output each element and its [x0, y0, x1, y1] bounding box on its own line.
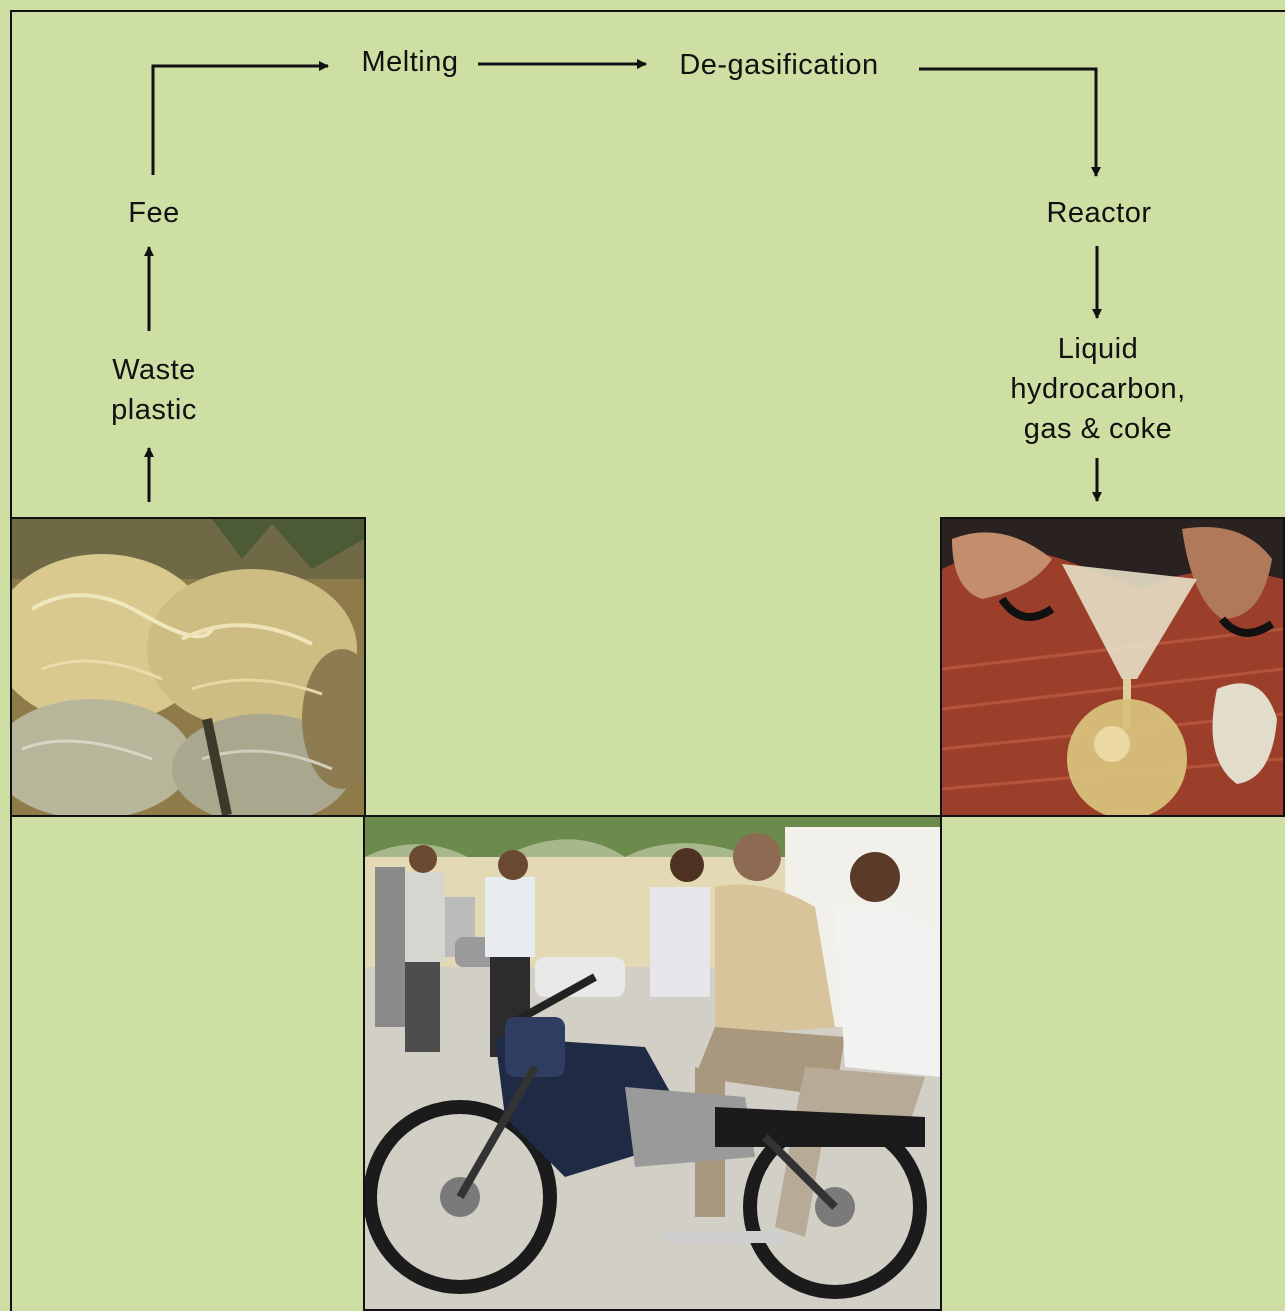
- motorcycle-test-photo: [363, 815, 942, 1311]
- label-waste-plastic: Waste plastic: [84, 350, 224, 430]
- liquid-fuel-photo: [940, 517, 1285, 817]
- label-degasification: De-gasification: [679, 49, 879, 81]
- label-feed: Fee: [128, 197, 180, 229]
- arrow-feed-to-melting: [151, 61, 329, 175]
- label-products-line2: hydrocarbon,: [1010, 373, 1186, 405]
- label-waste-line2: plastic: [111, 394, 197, 426]
- arrow-degasification-to-reactor: [919, 67, 1101, 177]
- waste-plastic-photo: [10, 517, 366, 817]
- label-waste-line1: Waste: [112, 354, 196, 386]
- label-reactor: Reactor: [1046, 197, 1152, 229]
- label-melting: Melting: [361, 46, 459, 78]
- label-products-line3: gas & coke: [1023, 413, 1173, 445]
- label-products-line1: Liquid: [1057, 333, 1139, 365]
- label-products: Liquid hydrocarbon, gas & coke: [978, 329, 1218, 449]
